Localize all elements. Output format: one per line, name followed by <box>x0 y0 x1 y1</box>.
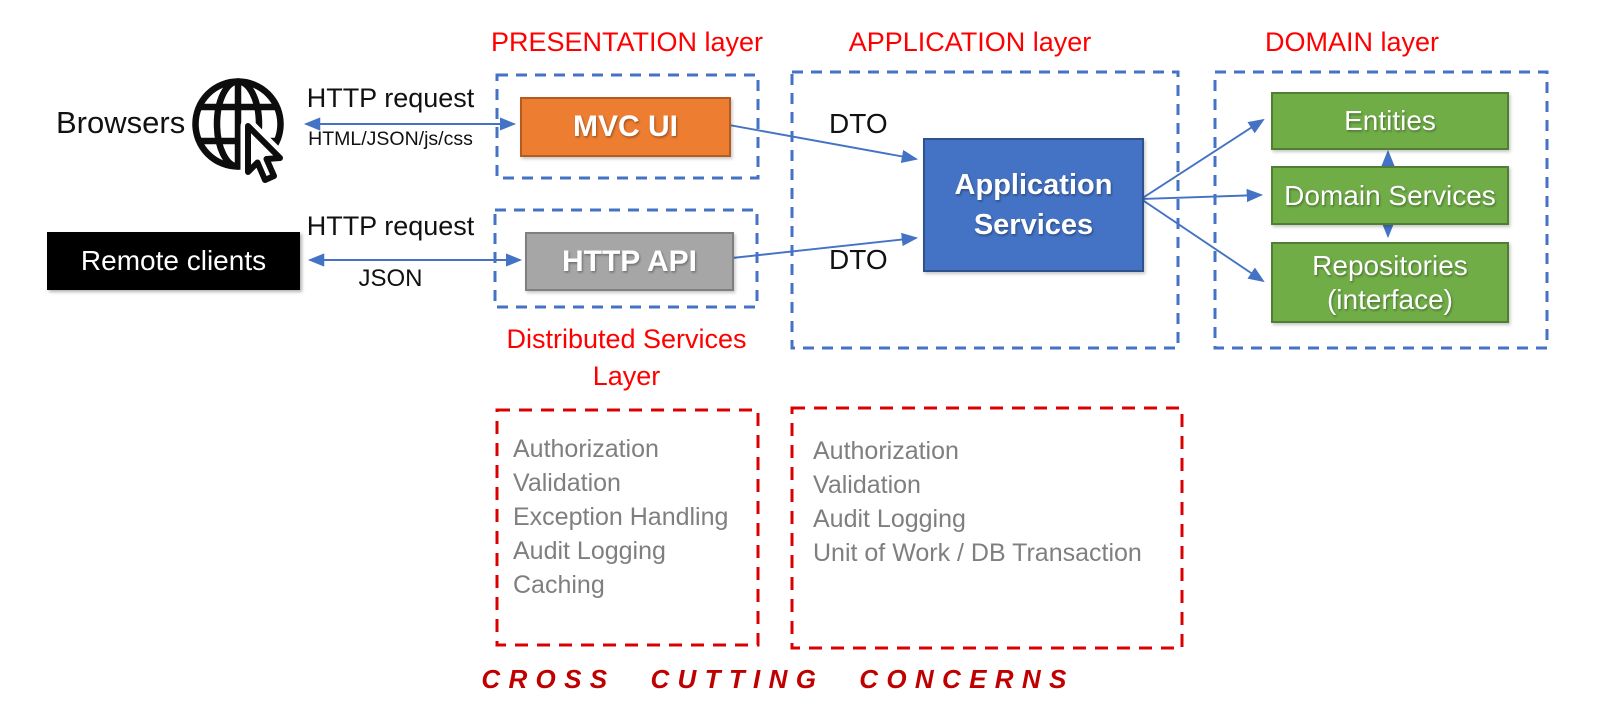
globe-cursor-icon <box>192 78 288 186</box>
application-layer-title: APPLICATION layer <box>848 27 1092 57</box>
presentation-layer-title: PRESENTATION layer <box>490 27 764 57</box>
domain-services-label: Domain Services <box>1284 179 1496 211</box>
browser-link-bottom-label: HTML/JSON/js/css <box>308 128 473 150</box>
arrow-appservices-repositories <box>1140 198 1265 283</box>
concern-item: Authorization <box>813 437 959 465</box>
concern-item: Unit of Work / DB Transaction <box>813 539 1142 567</box>
dto-top-label: DTO <box>829 108 888 139</box>
browser-link-top-label: HTTP request <box>306 83 475 113</box>
concern-item: Audit Logging <box>813 505 966 533</box>
domain-services-box: Domain Services <box>1271 166 1509 225</box>
arrow-mvcui-appservices <box>728 124 919 163</box>
repositories-label: Repositories (interface) <box>1312 249 1468 315</box>
arrow-httpapi-appservices <box>731 232 919 259</box>
remote-link-top-label: HTTP request <box>306 211 475 241</box>
concern-item: Validation <box>813 471 921 499</box>
remote-clients-box: Remote clients <box>47 232 300 290</box>
http-api-label: HTTP API <box>561 244 697 278</box>
entities-label: Entities <box>1344 105 1436 136</box>
http-api-box: HTTP API <box>525 232 734 291</box>
arrow-appservices-domainservices <box>1140 188 1264 203</box>
cross-cutting-list-application: Authorization Validation Audit Logging U… <box>813 434 1142 570</box>
repositories-box: Repositories (interface) <box>1271 242 1509 323</box>
entities-box: Entities <box>1271 92 1509 150</box>
mvc-ui-label: MVC UI <box>573 110 678 143</box>
application-services-box: Application Services <box>923 138 1144 272</box>
mvc-ui-box: MVC UI <box>520 97 731 157</box>
concern-item: Caching <box>513 571 605 599</box>
remote-link-bottom-label: JSON <box>358 265 423 292</box>
application-services-label: Application Services <box>954 169 1113 241</box>
cross-cutting-list-distributed: Authorization Validation Exception Handl… <box>513 432 728 602</box>
remote-clients-label: Remote clients <box>80 245 267 276</box>
concern-item: Validation <box>513 469 621 497</box>
concern-item: Authorization <box>513 435 659 463</box>
dto-bottom-label: DTO <box>829 244 888 275</box>
browsers-label: Browsers <box>56 105 186 140</box>
domain-layer-title: DOMAIN layer <box>1264 27 1440 57</box>
cross-cutting-title: CROSS CUTTING CONCERNS <box>481 664 1075 694</box>
cursor-icon <box>245 123 283 183</box>
distributed-layer-title: Distributed Services Layer <box>506 324 747 391</box>
concern-item: Audit Logging <box>513 537 666 565</box>
concern-item: Exception Handling <box>513 503 729 531</box>
arrow-appservices-entities <box>1140 118 1265 200</box>
